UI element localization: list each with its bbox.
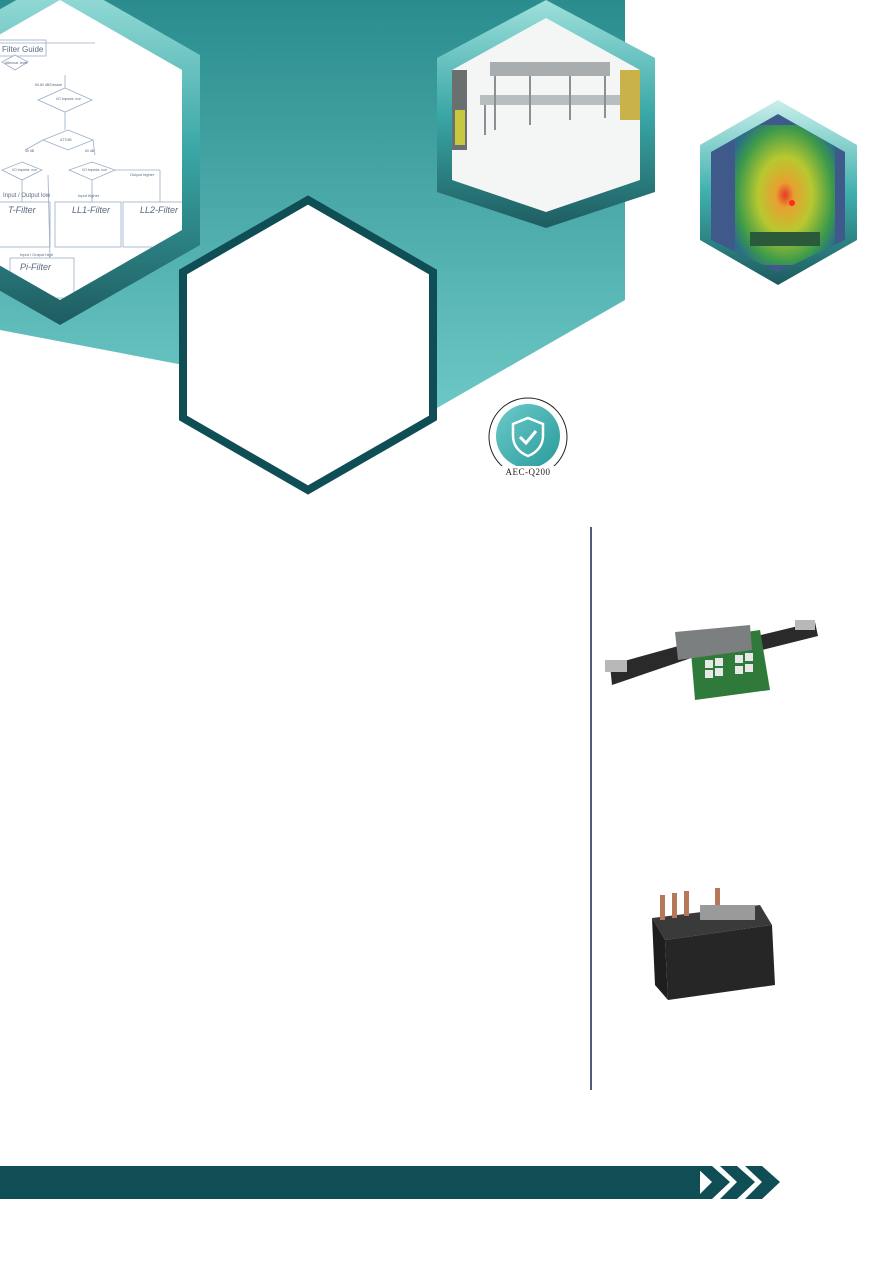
aec-q200-badge: AEC-Q200 (488, 397, 568, 478)
svg-text:Input / Output high: Input / Output high (20, 252, 53, 257)
svg-text:ATT/dB: ATT/dB (60, 138, 72, 142)
svg-text:40 dB: 40 dB (25, 149, 35, 153)
svg-text:T-Filter: T-Filter (8, 205, 37, 215)
vertical-divider (590, 527, 592, 1090)
thermal-image (711, 114, 845, 272)
filter-guide-title: Filter Guide (2, 45, 44, 54)
svg-text:I/O Impeda. nce: I/O Impeda. nce (56, 97, 81, 101)
svg-text:Input higher: Input higher (78, 193, 100, 198)
shield-check-icon (511, 416, 545, 458)
busbar-filter-product-image (605, 620, 818, 700)
svg-text:60-80 dB/Decade: 60-80 dB/Decade (35, 83, 62, 87)
footer-bar (0, 1166, 700, 1199)
svg-text:Pi-Filter: Pi-Filter (20, 262, 52, 272)
svg-text:Attenuat. level: Attenuat. level (5, 61, 27, 65)
choke-product-image (652, 888, 775, 1000)
svg-text:LL2-Filter: LL2-Filter (140, 205, 179, 215)
branch-label-io-low: Input / Output low (3, 193, 51, 199)
filter-guide-flowchart: Filter Guide Attenuat. level 60-80 dB/De… (0, 39, 182, 299)
empty-hexagon (179, 195, 437, 495)
svg-text:60 dB: 60 dB (85, 149, 95, 153)
badge-label: AEC-Q200 (506, 467, 551, 477)
svg-text:Output higher: Output higher (130, 172, 155, 177)
svg-text:I/O Impeda. nce: I/O Impeda. nce (82, 168, 107, 172)
svg-text:I/O Impeda. nce: I/O Impeda. nce (12, 168, 37, 172)
svg-text:LL1-Filter: LL1-Filter (72, 205, 111, 215)
